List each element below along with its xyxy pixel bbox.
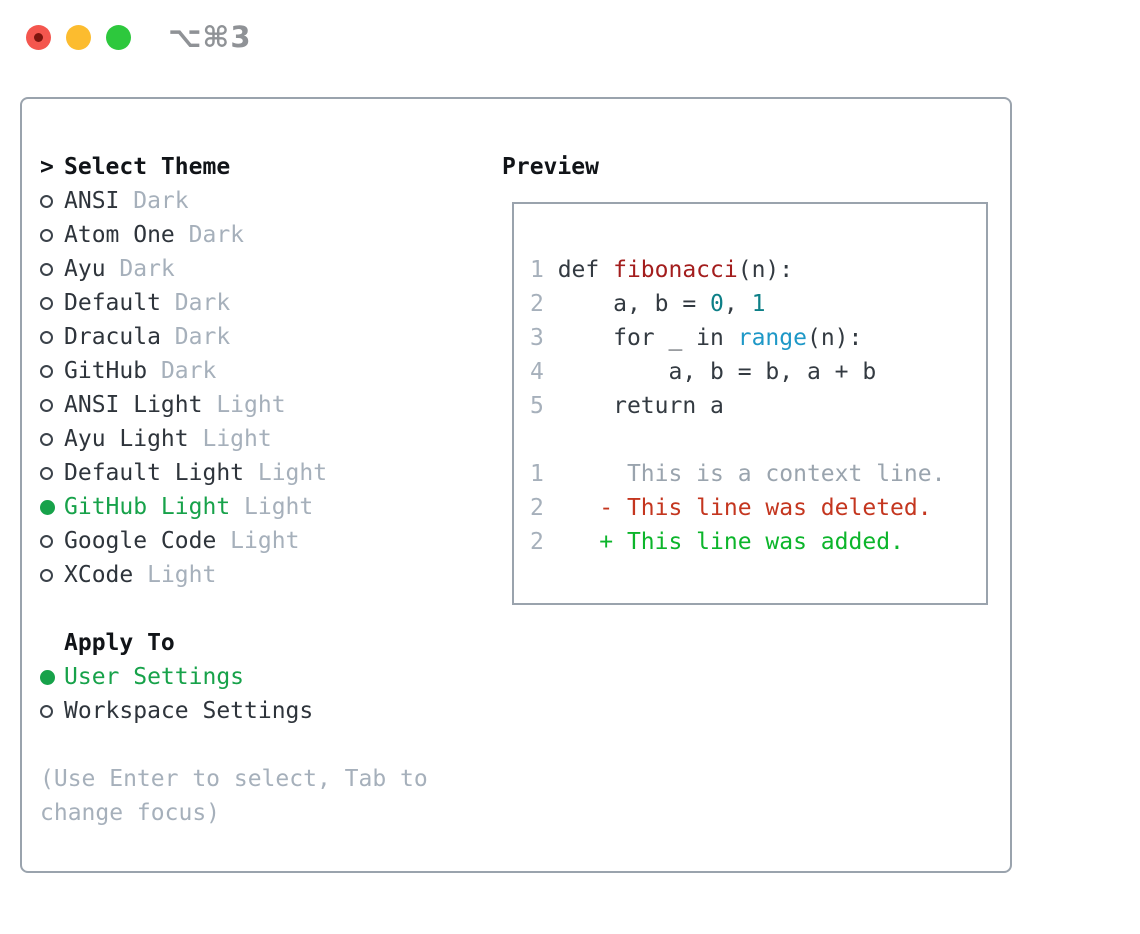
code-line: 3 for _ in range(n): [530, 325, 863, 351]
spacer-row [40, 592, 460, 626]
preview-header: Preview [502, 150, 599, 184]
theme-option-github-light[interactable]: GitHub Light Light [40, 490, 460, 524]
radio-icon [40, 194, 53, 208]
radio-icon [40, 262, 53, 276]
code-line: 2 - This line was deleted. [530, 495, 932, 521]
minimize-button[interactable] [66, 25, 91, 50]
option-label: Dracula Dark [64, 324, 231, 350]
theme-option-dracula[interactable]: Dracula Dark [40, 320, 460, 354]
apply-option-user-settings[interactable]: User Settings [40, 660, 460, 694]
zoom-button[interactable] [106, 25, 131, 50]
option-label: ANSI Dark [64, 188, 189, 214]
theme-option-default[interactable]: Default Dark [40, 286, 460, 320]
close-button[interactable] [26, 25, 51, 50]
code-line [530, 423, 972, 457]
option-label: User Settings [64, 664, 245, 690]
window-title-shortcut: ⌥⌘3 [168, 20, 252, 54]
code-line: 5 return a [530, 393, 724, 419]
theme-option-ayu[interactable]: Ayu Dark [40, 252, 460, 286]
code-line: 2 a, b = 0, 1 [530, 291, 766, 317]
radio-icon [40, 228, 53, 242]
code-line: 4 a, b = b, a + b [530, 359, 877, 385]
apply-to-title: Apply To [64, 630, 175, 656]
radio-icon [40, 296, 53, 310]
spacer-row [40, 728, 460, 762]
radio-icon [40, 432, 53, 446]
option-label: Atom One Dark [64, 222, 245, 248]
option-label: GitHub Light Light [64, 494, 314, 520]
theme-option-ansi[interactable]: ANSI Dark [40, 184, 460, 218]
code-lines: 1 def fibonacci(n): 2 a, b = 0, 1 3 for _ … [530, 253, 972, 559]
theme-option-default-light[interactable]: Default Light Light [40, 456, 460, 490]
theme-option-xcode[interactable]: XCode Light [40, 558, 460, 592]
title-bar: ⌥⌘3 [0, 0, 1140, 74]
chevron-prompt-icon: > [40, 154, 54, 180]
select-theme-title: Select Theme [64, 154, 231, 180]
radio-icon [40, 704, 53, 718]
code-line: 1 def fibonacci(n): [530, 257, 794, 283]
radio-icon [40, 398, 53, 412]
option-label: Default Light Light [64, 460, 328, 486]
theme-option-ansi-light[interactable]: ANSI Light Light [40, 388, 460, 422]
radio-icon [40, 534, 53, 548]
keyboard-hint-text: (Use Enter to select, Tab to change focu… [40, 766, 428, 826]
option-label: Google Code Light [64, 528, 300, 554]
theme-option-atom-one[interactable]: Atom One Dark [40, 218, 460, 252]
radio-icon [40, 466, 53, 480]
select-theme-header: > Select Theme [40, 150, 460, 184]
theme-option-github[interactable]: GitHub Dark [40, 354, 460, 388]
radio-selected-icon [40, 499, 55, 515]
apply-to-header: Apply To [40, 626, 460, 660]
code-preview-box: 1 def fibonacci(n): 2 a, b = 0, 1 3 for _ … [512, 202, 988, 605]
apply-option-workspace-settings[interactable]: Workspace Settings [40, 694, 460, 728]
preview-title: Preview [502, 154, 599, 180]
radio-icon [40, 568, 53, 582]
radio-selected-icon [40, 669, 55, 685]
option-label: Ayu Light Light [64, 426, 272, 452]
radio-icon [40, 330, 53, 344]
theme-option-ayu-light[interactable]: Ayu Light Light [40, 422, 460, 456]
option-label: Ayu Dark [64, 256, 175, 282]
code-line: 2 + This line was added. [530, 529, 904, 555]
option-label: GitHub Dark [64, 358, 217, 384]
preview-column: Preview [502, 150, 599, 184]
option-label: XCode Light [64, 562, 217, 588]
radio-icon [40, 364, 53, 378]
theme-option-google-code[interactable]: Google Code Light [40, 524, 460, 558]
focus-dot-icon [34, 33, 43, 42]
option-label: ANSI Light Light [64, 392, 286, 418]
code-line: 1 This is a context line. [530, 461, 946, 487]
option-label: Workspace Settings [64, 698, 314, 724]
option-label: Default Dark [64, 290, 231, 316]
